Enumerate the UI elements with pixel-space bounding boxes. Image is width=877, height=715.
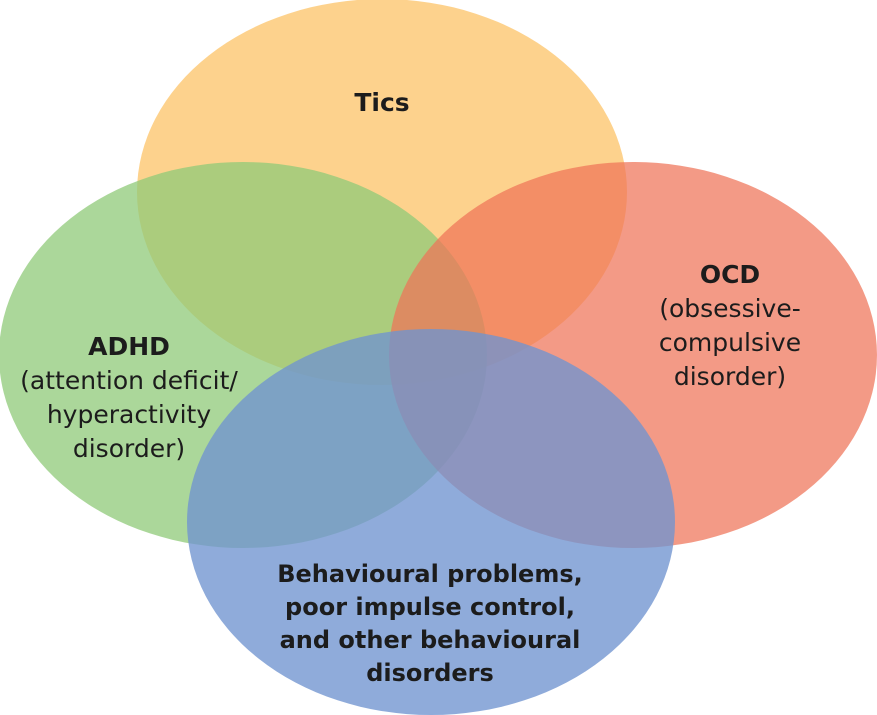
behavioural-circle — [187, 329, 675, 715]
tics-label: Tics — [282, 86, 482, 120]
ocd-label: OCD (obsessive- compulsive disorder) — [625, 258, 835, 394]
behavioural-title-line: Behavioural problems, — [277, 560, 583, 588]
behavioural-title-line: and other behavioural — [279, 626, 581, 654]
adhd-label: ADHD (attention deficit/ hyperactivity d… — [0, 330, 258, 466]
adhd-title: ADHD — [88, 332, 170, 361]
behavioural-title-line: poor impulse control, — [285, 593, 575, 621]
ocd-subtitle-line: compulsive — [658, 328, 802, 357]
behavioural-title-line: disorders — [366, 659, 494, 687]
ocd-title: OCD — [699, 260, 761, 289]
tics-title: Tics — [354, 88, 410, 117]
behavioural-label: Behavioural problems, poor impulse contr… — [230, 558, 630, 690]
adhd-subtitle-line: hyperactivity — [46, 400, 212, 429]
adhd-subtitle-line: disorder) — [72, 434, 186, 463]
ocd-subtitle-line: (obsessive- — [659, 294, 801, 323]
adhd-subtitle-line: (attention deficit/ — [20, 366, 238, 395]
ocd-subtitle-line: disorder) — [673, 362, 787, 391]
